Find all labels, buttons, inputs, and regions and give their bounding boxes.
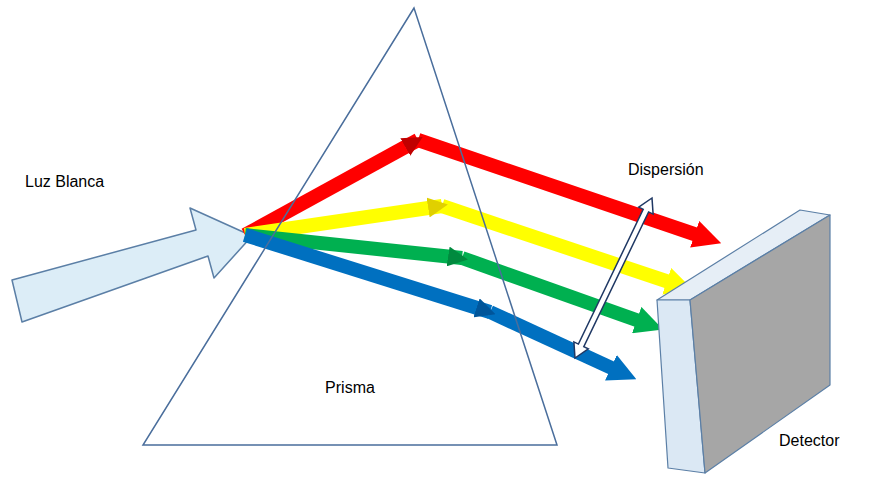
dispersion-double-arrow xyxy=(574,198,653,358)
light-label: Luz Blanca xyxy=(25,172,104,191)
detector-label: Detector xyxy=(779,431,839,450)
blue-ray xyxy=(245,235,490,312)
red-exit-head xyxy=(400,142,414,150)
green-exit-head xyxy=(445,256,458,258)
detector-node: Detector xyxy=(655,205,845,477)
prism-node: Prisma xyxy=(143,8,557,445)
yellow-ray-out xyxy=(442,206,672,283)
yellow-ray xyxy=(245,206,442,235)
prism-label: Prisma xyxy=(325,378,375,397)
red-ray-out xyxy=(418,140,700,236)
dispersion-label: Dispersión xyxy=(628,160,704,179)
blue-exit-head xyxy=(474,307,486,311)
yellow-exit-head xyxy=(425,206,438,208)
prism-outline xyxy=(143,8,557,445)
white-light-arrow xyxy=(12,208,252,322)
